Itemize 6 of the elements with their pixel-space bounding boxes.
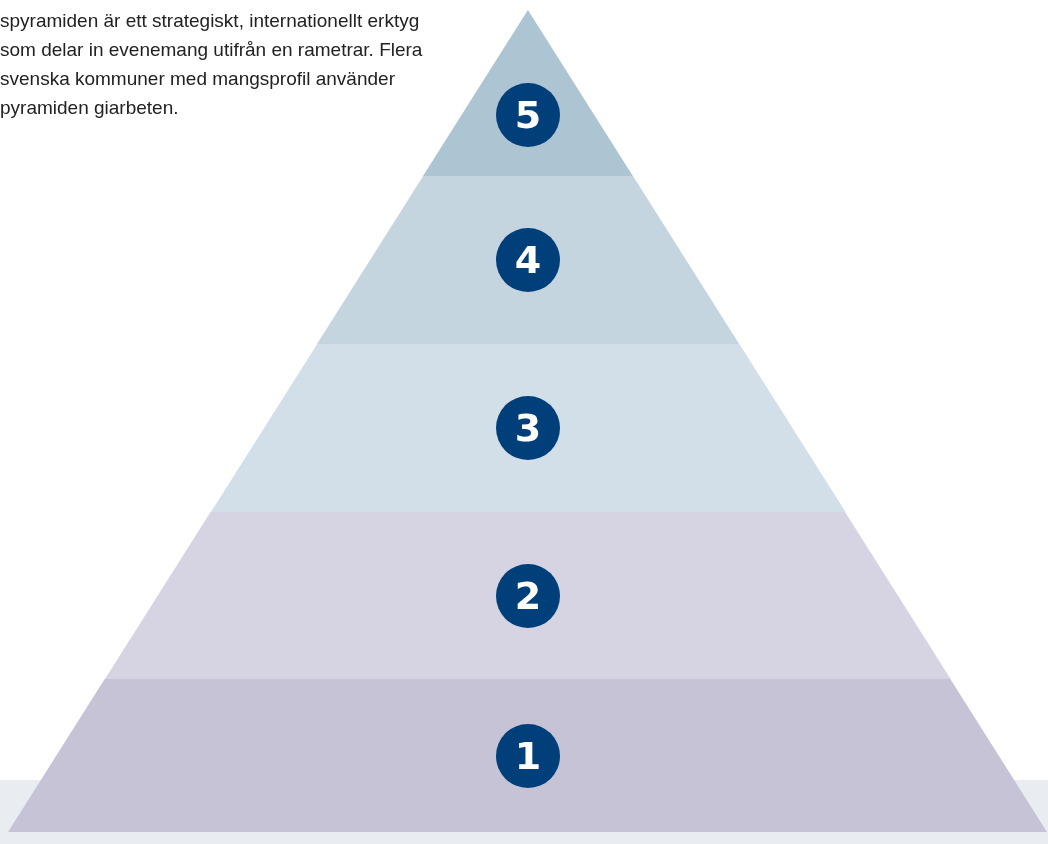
pyramid-tier: [423, 10, 633, 176]
pyramid-tier: [105, 512, 951, 679]
pyramid-tier: [316, 176, 740, 344]
intro-paragraph: spyramiden är ett strategiskt, internationellt erktyg som delar in evenemang utifrån en rametrar. Flera svenska kommuner med mangsprofil använder pyramiden giarbeten.: [0, 9, 424, 120]
pyramid-tier: [210, 344, 846, 512]
pyramid-tier: [8, 679, 1048, 832]
